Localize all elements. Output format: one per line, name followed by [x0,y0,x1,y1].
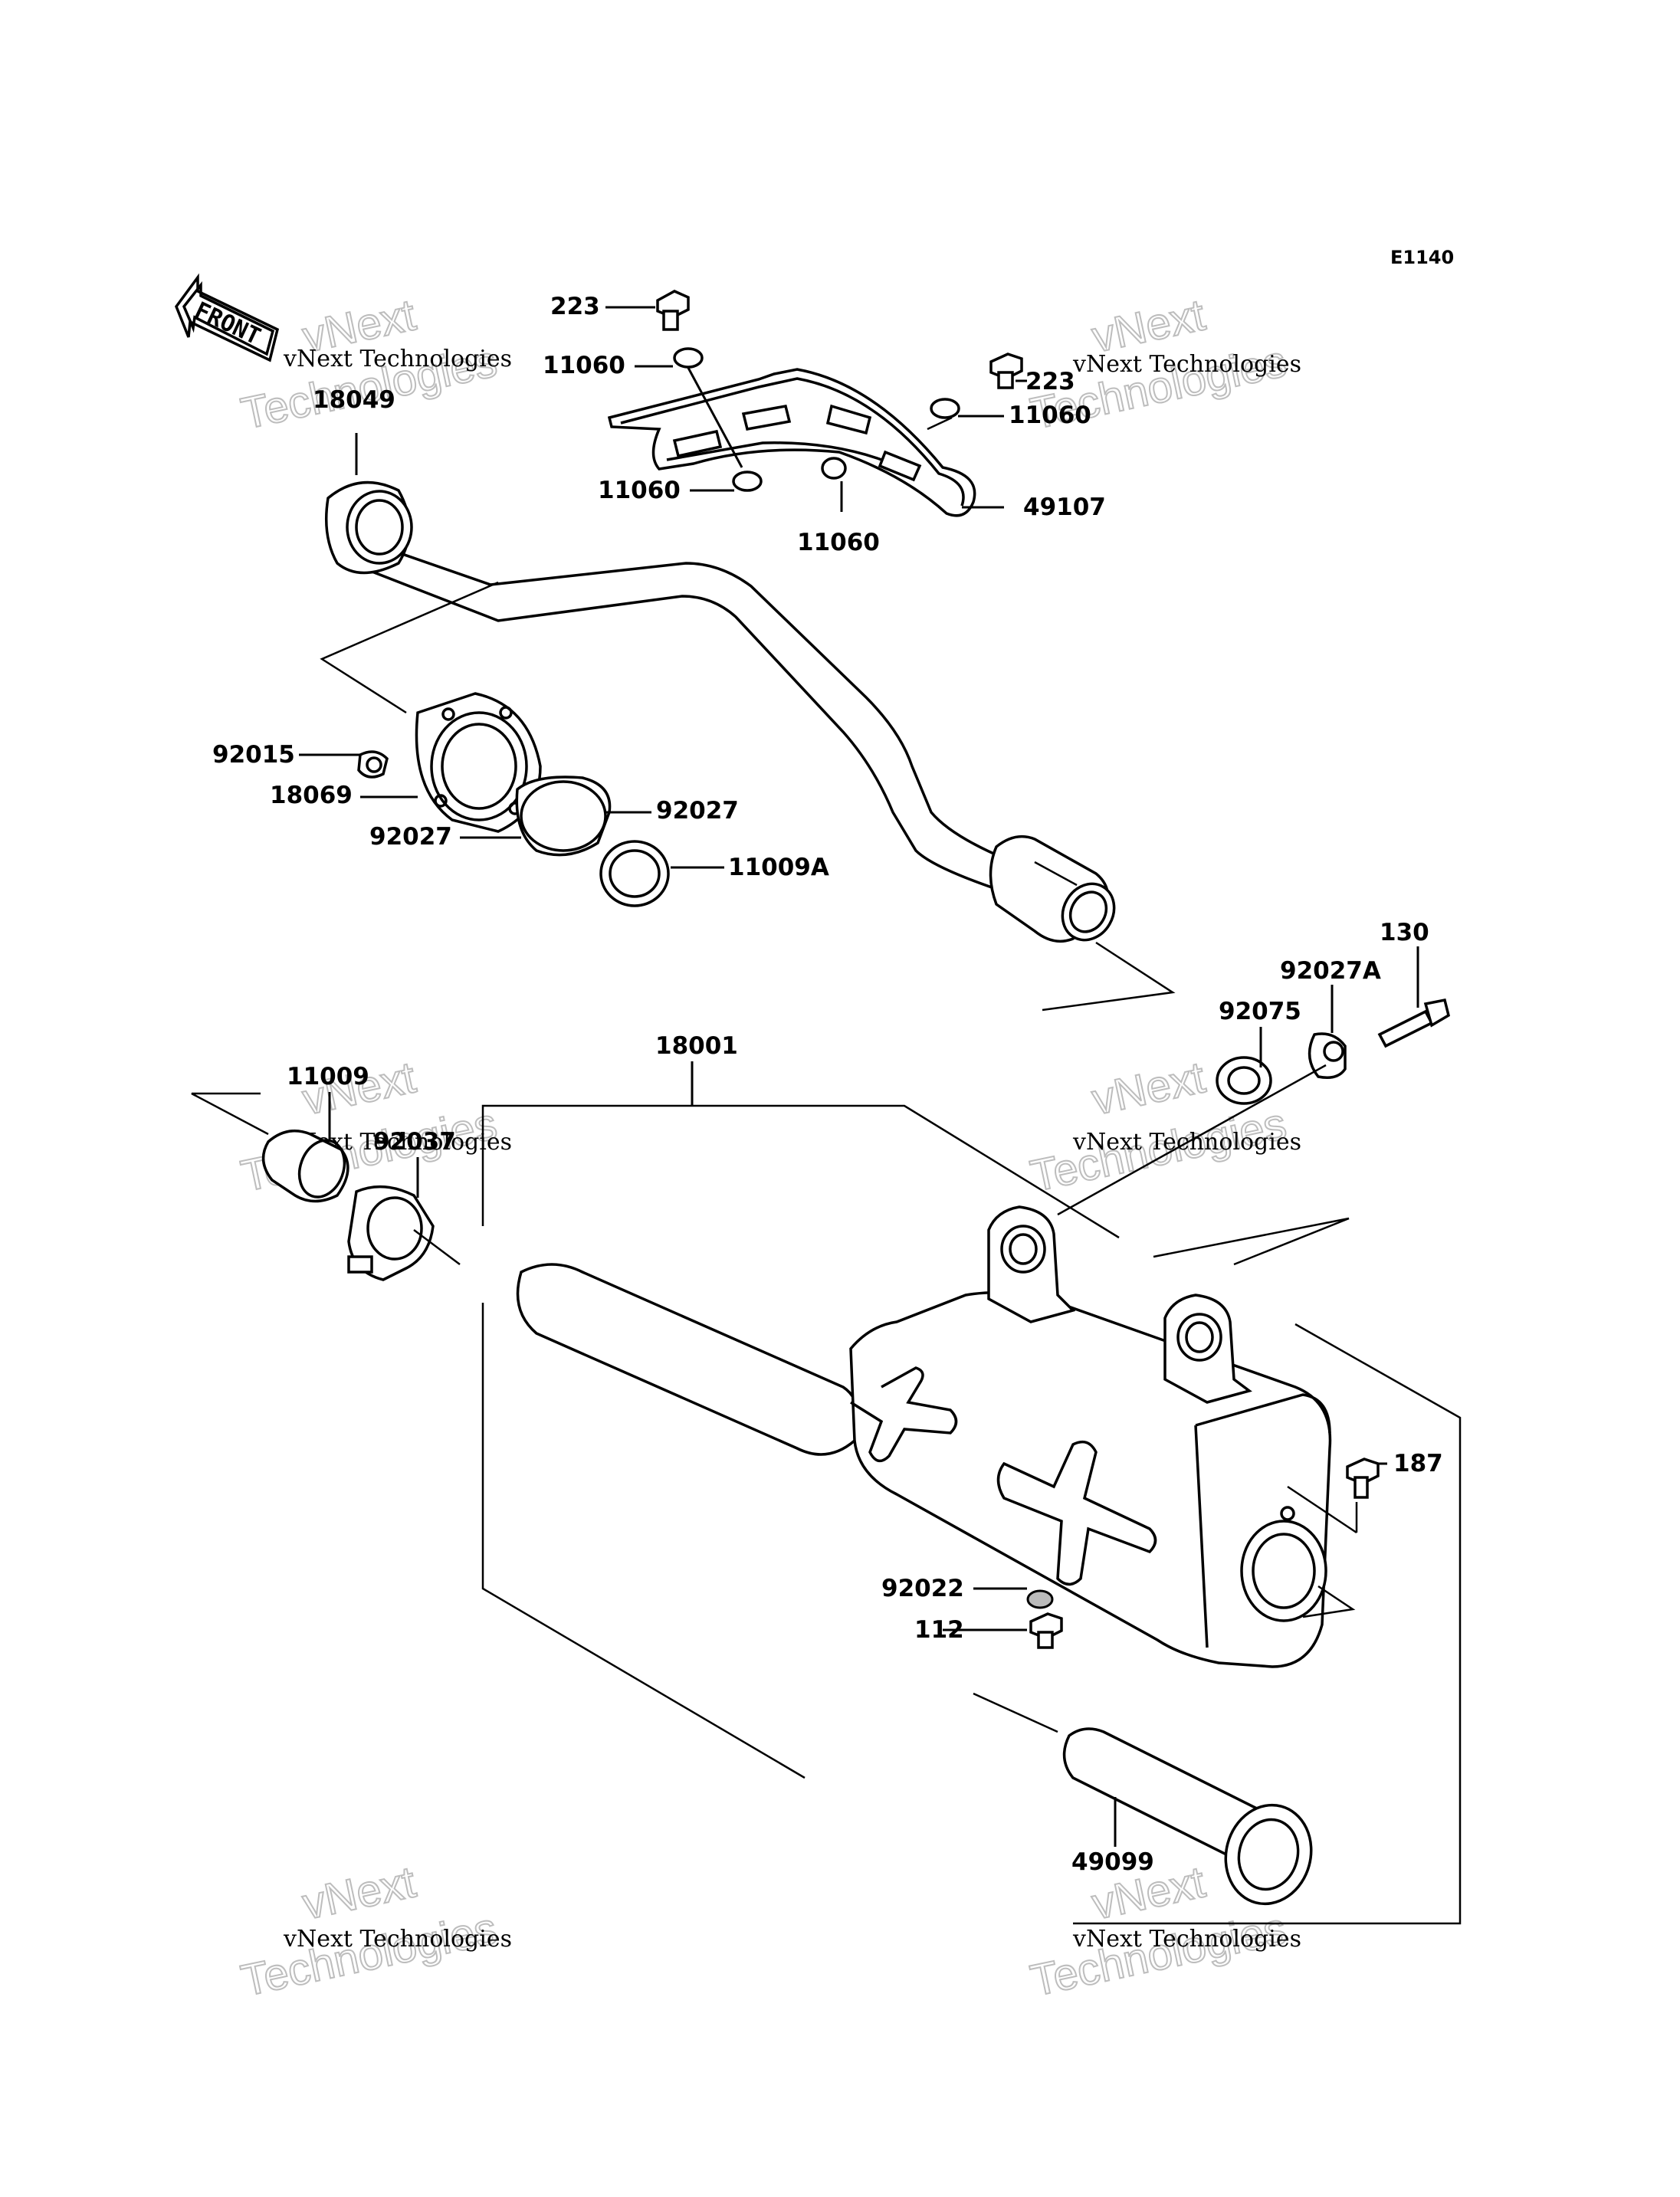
label-92027-left: 92027 [369,823,452,851]
heat-guard [607,368,976,517]
label-18069: 18069 [270,782,353,809]
label-18001: 18001 [655,1032,738,1060]
label-223-top: 223 [550,293,600,320]
mount-hardware [1057,998,1451,1216]
label-92022: 92022 [881,1575,964,1602]
svg-text:Technologies: Technologies [1026,1904,1291,2006]
watermark-bottom-left: vNext Technologies vNext Technologies [236,1856,512,2006]
svg-text:vNext Technologies: vNext Technologies [283,346,512,372]
svg-text:Technologies: Technologies [237,1904,501,2006]
label-92075: 92075 [1219,998,1301,1025]
front-arrow-icon: FRONT [175,273,280,362]
label-92037: 92037 [373,1128,456,1156]
label-49099: 49099 [1071,1848,1154,1876]
label-11060-right: 11060 [1009,402,1091,429]
svg-text:vNext: vNext [298,1857,420,1929]
label-11060-left: 11060 [598,477,681,504]
svg-text:vNext Technologies: vNext Technologies [283,1926,512,1953]
sleeve-and-clamp [191,1092,461,1281]
label-11060-top: 11060 [543,352,625,379]
label-130: 130 [1380,919,1429,946]
part-labels: 223 11060 223 11060 18049 11060 49107 11… [212,293,1443,1876]
muffler [481,1104,1462,1925]
label-11009A: 11009A [728,854,829,881]
label-92027A: 92027A [1280,957,1381,985]
label-187: 187 [1393,1450,1443,1477]
label-11009: 11009 [287,1063,369,1090]
flange-assembly [320,581,670,907]
spark-arrestor-insert [973,1692,1313,1906]
header-pipe [324,480,1176,1012]
watermark-top-left: vNext Technologies vNext Technologies [236,289,512,439]
label-223-right: 223 [1025,368,1075,395]
svg-text:vNext Technologies: vNext Technologies [1072,351,1301,378]
fasteners [656,290,1380,1649]
label-11060-bottom: 11060 [797,529,880,556]
label-49107: 49107 [1023,494,1106,521]
label-112: 112 [914,1616,964,1644]
label-92027-right: 92027 [656,797,739,825]
svg-text:vNext: vNext [1088,1052,1209,1124]
label-18049: 18049 [313,386,395,414]
label-92015: 92015 [212,741,295,769]
diagram-code: E1140 [1390,247,1454,268]
svg-text:vNext Technologies: vNext Technologies [1072,1926,1301,1953]
leader-lines [299,306,1419,1847]
